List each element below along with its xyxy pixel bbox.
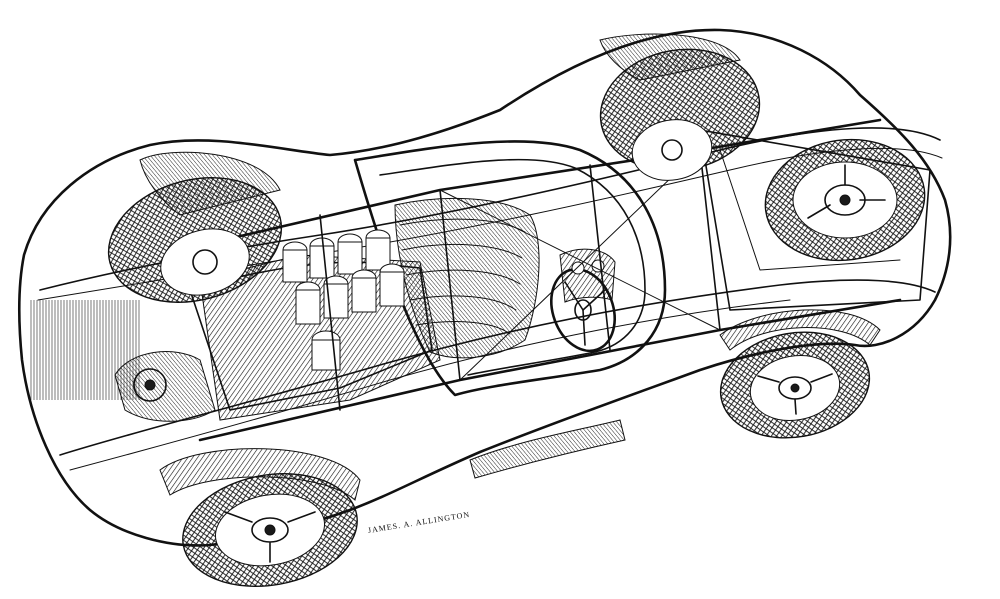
engine-block	[114, 229, 441, 422]
front-arch	[719, 309, 881, 351]
sill-panel	[469, 419, 626, 479]
carburettor-stacks	[282, 229, 405, 371]
rear-bodywork-vent	[139, 151, 281, 216]
rear-right-wheel	[182, 473, 358, 587]
rear-grille	[30, 300, 140, 400]
rear-arch	[159, 448, 361, 501]
front-bodywork-vent	[599, 33, 741, 81]
front-right-wheel	[719, 331, 871, 439]
rear-left-wheel	[107, 177, 283, 303]
cockpit	[353, 140, 667, 397]
spare-wheel	[764, 138, 926, 262]
